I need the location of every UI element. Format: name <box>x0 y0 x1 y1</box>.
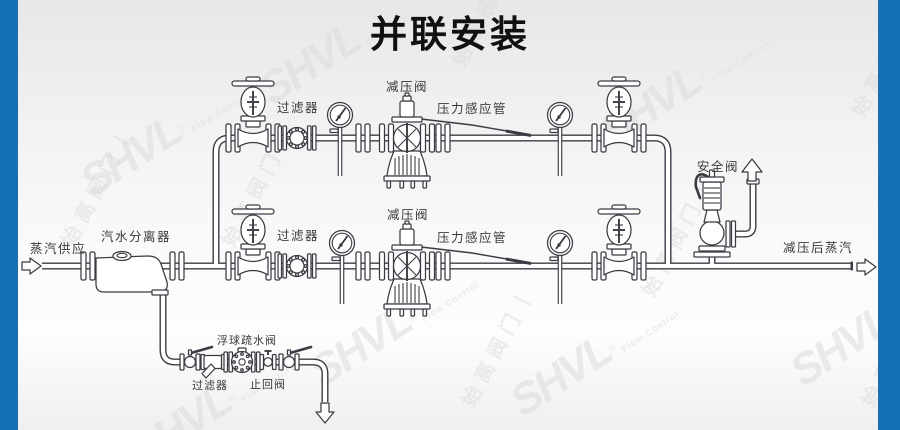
outlet-arrow-icon <box>856 258 877 276</box>
pressure-sensing-line-lower <box>420 246 532 265</box>
safety-valve <box>693 169 760 258</box>
label-filter-lower: 过滤器 <box>277 228 319 243</box>
label-prv-lower: 减压阀 <box>387 207 429 222</box>
float-steam-trap <box>223 347 261 374</box>
label-sensing-upper: 压力感应管 <box>437 101 507 116</box>
page-title: 并联安装 <box>370 14 530 55</box>
label-sensing-lower: 压力感应管 <box>437 230 507 245</box>
label-safety-valve: 安全阀 <box>697 159 739 174</box>
filter-lower <box>277 253 317 279</box>
filter-upper <box>277 125 317 151</box>
exhaust-up-arrow-icon <box>741 158 763 182</box>
label-steam-out: 减压后蒸汽 <box>783 240 853 255</box>
right-brand-bar <box>878 0 900 430</box>
label-separator: 汽水分离器 <box>101 229 171 244</box>
label-prv-upper: 减压阀 <box>386 79 428 94</box>
label-filter-upper: 过滤器 <box>277 100 319 115</box>
check-valve <box>259 350 277 371</box>
label-float-trap: 浮球疏水阀 <box>217 333 277 347</box>
pressure-sensing-line-upper <box>420 118 532 137</box>
left-brand-bar <box>0 0 18 430</box>
inlet-arrow-icon <box>21 257 42 275</box>
drain-down-arrow-icon <box>315 402 335 424</box>
label-steam-supply: 蒸汽供应 <box>30 241 86 256</box>
label-check-valve: 止回阀 <box>250 377 286 391</box>
steam-water-separator <box>80 250 185 296</box>
filter-drain <box>200 353 226 379</box>
label-filter-drain: 过滤器 <box>192 379 228 392</box>
